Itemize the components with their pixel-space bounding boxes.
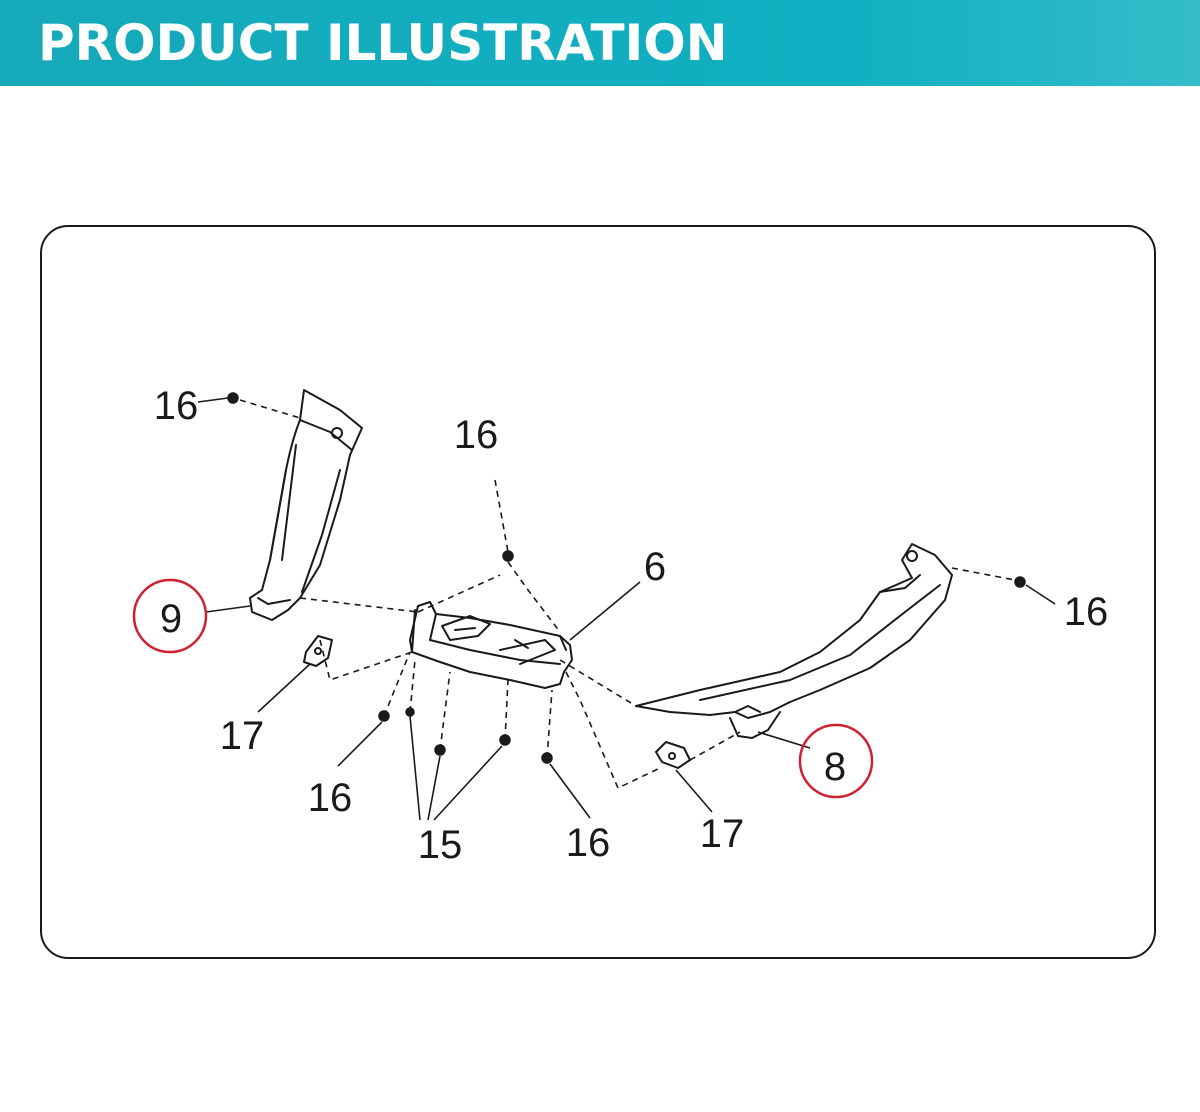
diagram-panel <box>40 225 1156 959</box>
screw-icon <box>227 392 239 404</box>
callout-16-right: 16 <box>1064 590 1109 634</box>
part-6-center-bracket <box>409 601 573 689</box>
highlight-circle-8 <box>798 723 874 799</box>
callout-17-left: 17 <box>220 714 265 758</box>
fasteners <box>227 392 1026 764</box>
page-title: PRODUCT ILLUSTRATION <box>38 14 728 72</box>
callout-16-bottom-center: 16 <box>566 821 611 865</box>
callout-16-bottom-left: 16 <box>308 776 353 820</box>
callout-15: 15 <box>418 823 463 867</box>
callout-16-top-center: 16 <box>454 413 499 457</box>
assembly-lines <box>239 399 1016 790</box>
part-17-clip-right <box>655 741 691 769</box>
screw-icon <box>1014 576 1026 588</box>
callout-8: 8 <box>824 745 846 789</box>
header-banner: PRODUCT ILLUSTRATION <box>0 0 1200 86</box>
part-9-left-bracket <box>249 389 363 621</box>
part-17-clip-left <box>303 635 333 667</box>
callout-17-right: 17 <box>700 812 745 856</box>
screw-icon <box>502 550 514 562</box>
callout-16-top-left: 16 <box>154 384 199 428</box>
leader-lines <box>197 397 1056 821</box>
callout-9: 9 <box>160 597 182 641</box>
callout-6: 6 <box>644 545 666 589</box>
highlight-circle-9 <box>132 578 208 654</box>
part-8-right-bracket <box>635 543 953 739</box>
